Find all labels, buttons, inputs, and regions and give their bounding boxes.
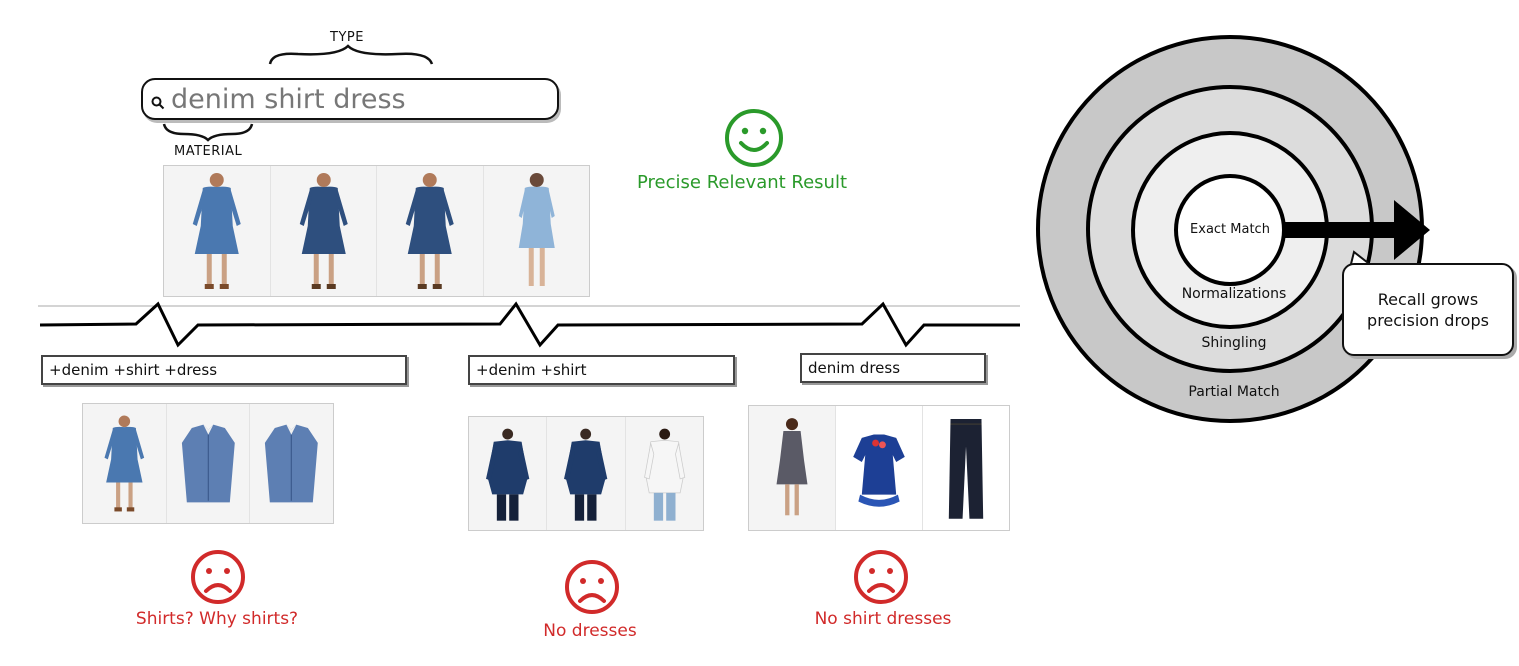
top-results-panel bbox=[163, 165, 590, 297]
type-label: TYPE bbox=[330, 30, 364, 45]
shingling-label: Shingling bbox=[1201, 335, 1267, 351]
branch-results-panel bbox=[468, 416, 704, 531]
branch-results-panel bbox=[82, 403, 334, 524]
product-image[interactable] bbox=[749, 406, 836, 530]
search-query: denim shirt dress bbox=[171, 84, 406, 115]
product-image[interactable] bbox=[164, 166, 271, 296]
exact-match-label: Exact Match bbox=[1190, 222, 1270, 237]
product-image[interactable] bbox=[923, 406, 1009, 530]
product-image[interactable] bbox=[625, 417, 703, 530]
product-image[interactable] bbox=[547, 417, 626, 530]
search-box[interactable]: denim shirt dress bbox=[141, 78, 559, 120]
type-brace bbox=[268, 44, 434, 65]
branch-caption: No shirt dresses bbox=[814, 609, 952, 629]
material-label: MATERIAL bbox=[174, 144, 243, 159]
material-brace bbox=[162, 123, 254, 142]
product-image[interactable] bbox=[83, 404, 167, 523]
partial-match-label: Partial Match bbox=[1188, 384, 1280, 400]
product-image[interactable] bbox=[483, 166, 589, 296]
callout-line-1: Recall grows bbox=[1377, 290, 1479, 309]
product-image[interactable] bbox=[270, 166, 377, 296]
query-box[interactable]: +denim +shirt +dress bbox=[41, 355, 407, 385]
sad-face-icon bbox=[854, 550, 908, 604]
normalizations-label: Normalizations bbox=[1181, 286, 1287, 302]
callout-line-2: precision drops bbox=[1367, 311, 1489, 330]
search-icon bbox=[151, 95, 165, 114]
divider-lightning bbox=[38, 301, 1020, 348]
branch-caption: No dresses bbox=[543, 621, 637, 641]
sad-face-icon bbox=[565, 560, 619, 614]
query-box[interactable]: denim dress bbox=[800, 353, 986, 383]
branch-results-panel bbox=[748, 405, 1010, 531]
sad-face-icon bbox=[191, 550, 245, 604]
product-image[interactable] bbox=[836, 406, 923, 530]
product-image[interactable] bbox=[166, 404, 251, 523]
product-image[interactable] bbox=[250, 404, 334, 523]
happy-face-icon bbox=[725, 109, 783, 167]
product-image[interactable] bbox=[377, 166, 484, 296]
precise-result-caption: Precise Relevant Result bbox=[637, 172, 848, 193]
recall-callout: Recall grows precision drops bbox=[1342, 263, 1514, 356]
product-image[interactable] bbox=[469, 417, 548, 530]
branch-caption: Shirts? Why shirts? bbox=[135, 609, 299, 629]
arrow-right-icon bbox=[1284, 200, 1430, 260]
query-box[interactable]: +denim +shirt bbox=[468, 355, 735, 385]
